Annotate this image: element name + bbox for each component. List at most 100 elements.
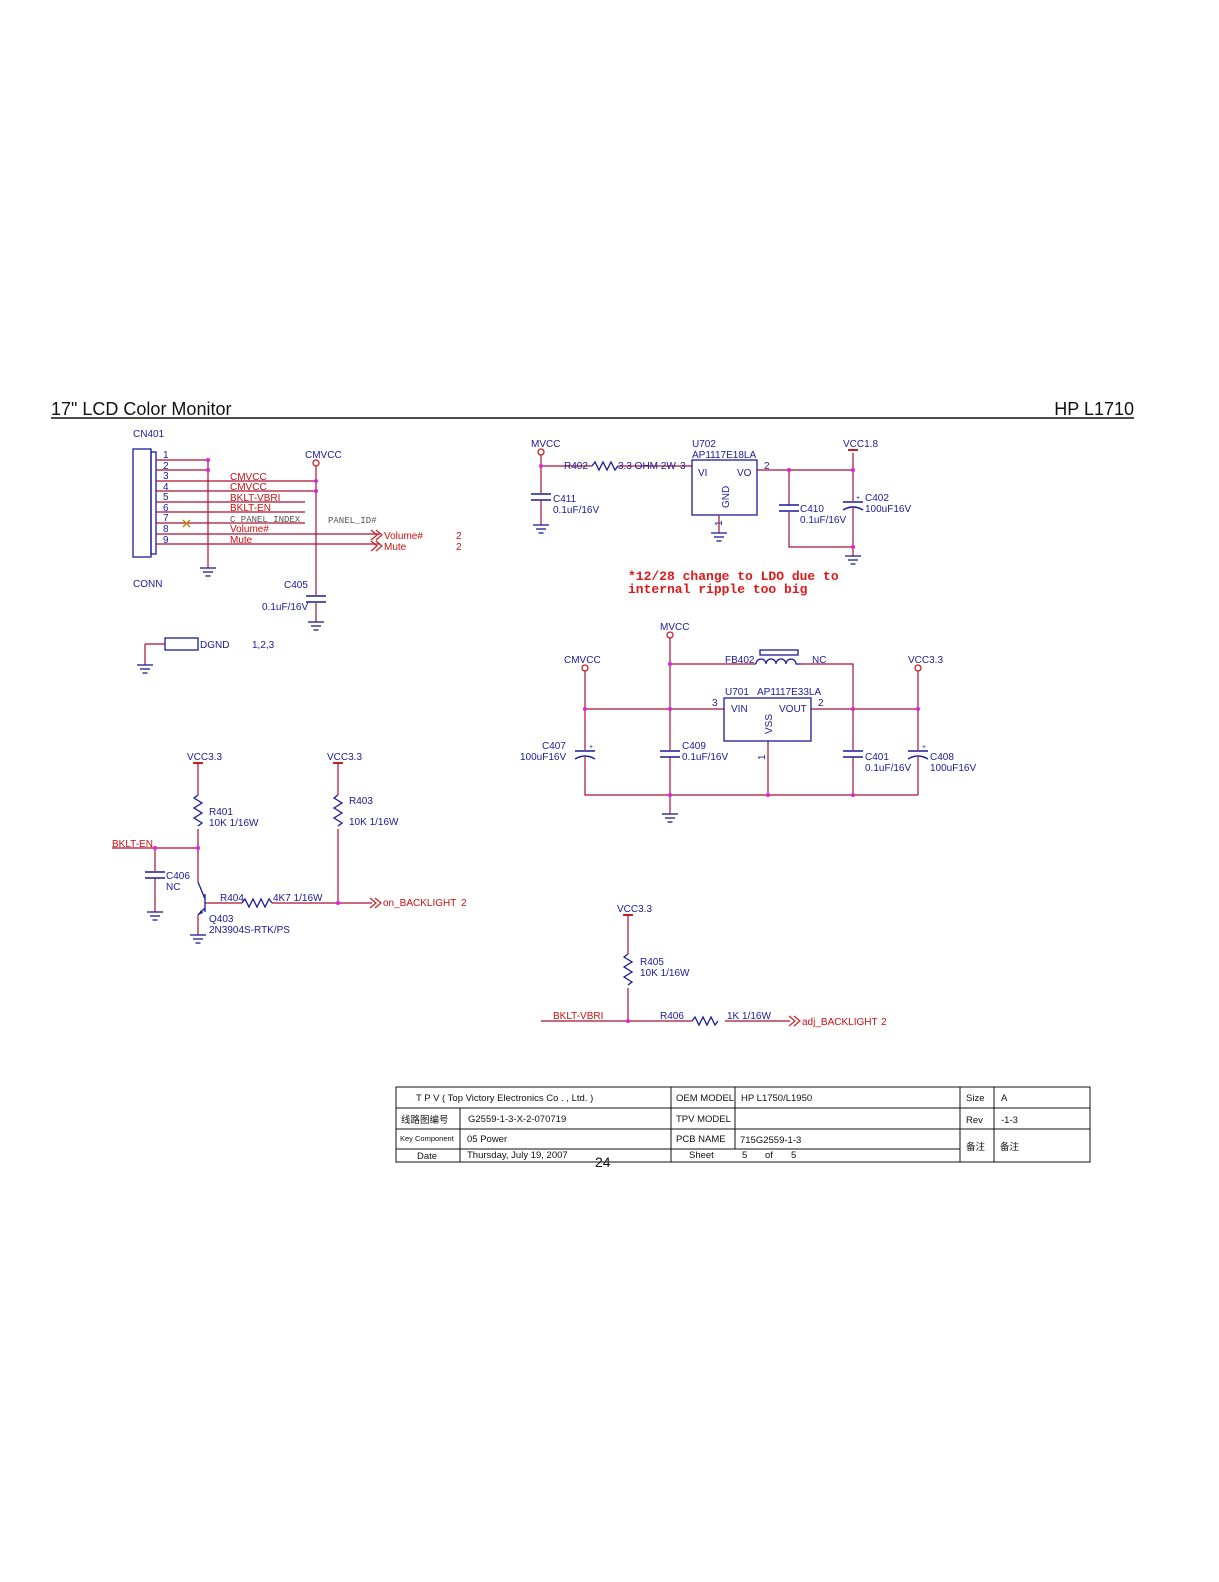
u701-body bbox=[723, 697, 812, 742]
tpv-model-label: TPV MODEL bbox=[676, 1114, 731, 1125]
sheet-label: Sheet bbox=[689, 1150, 714, 1161]
adj-backlight-label: adj_BACKLIGHT bbox=[802, 1017, 878, 1028]
c410-value: 0.1uF/16V bbox=[800, 515, 846, 526]
u701-vout: VOUT bbox=[779, 704, 807, 715]
c402-plus: + bbox=[856, 495, 860, 502]
cn401-pin: 9 bbox=[163, 535, 169, 546]
oem-model-label: OEM MODEL bbox=[676, 1093, 734, 1104]
net-label: CMVCC bbox=[230, 482, 267, 493]
u702-vo: VO bbox=[737, 468, 752, 479]
r405-value: 10K 1/16W bbox=[640, 968, 690, 979]
c409-value: 0.1uF/16V bbox=[682, 752, 728, 763]
page-number: 24 bbox=[595, 1154, 611, 1170]
cn401-body bbox=[132, 448, 152, 558]
c405-value: 0.1uF/16V bbox=[262, 602, 308, 613]
vcc33-label-2: VCC3.3 bbox=[187, 752, 222, 763]
r406-value: 1K 1/16W bbox=[727, 1011, 771, 1022]
fb402-value: NC bbox=[812, 655, 826, 666]
backlight-adjust-block: VCC3.3 R405 10K 1/16W BKLT-VBRI R406 1K … bbox=[541, 904, 887, 1028]
title-block: T P V ( Top Victory Electronics Co . , L… bbox=[395, 1086, 1091, 1163]
c408-plus: + bbox=[922, 744, 926, 751]
c408-ref: C408 bbox=[930, 752, 954, 763]
rev-label: Rev bbox=[966, 1115, 983, 1126]
fb402-body bbox=[759, 649, 799, 656]
u702-vi: VI bbox=[698, 468, 707, 479]
cn401-pin: 8 bbox=[163, 524, 169, 535]
cn401-pin: 1 bbox=[163, 450, 169, 461]
model-title: HP L1710 bbox=[1054, 399, 1134, 419]
drawing-no-label: 线路图编号 bbox=[401, 1114, 449, 1126]
dgnd-pad bbox=[164, 637, 199, 651]
mute-port-icon bbox=[370, 540, 383, 552]
r401-ref: R401 bbox=[209, 807, 233, 818]
volume-port-icon bbox=[370, 529, 383, 541]
mvcc-label-2: MVCC bbox=[660, 622, 689, 633]
r402-ref: R402 bbox=[564, 461, 588, 472]
c407-plus: + bbox=[589, 744, 593, 751]
r401-resistor-icon bbox=[192, 794, 204, 827]
u701-ref: U701 bbox=[725, 687, 749, 698]
sheet-number: 5 bbox=[742, 1150, 747, 1161]
vcc18-label: VCC1.8 bbox=[843, 439, 878, 450]
c406-value: NC bbox=[166, 882, 180, 893]
volume-port-page: 2 bbox=[456, 531, 462, 542]
panel-id-label: PANEL_ID# bbox=[328, 516, 377, 526]
r403-ref: R403 bbox=[349, 796, 373, 807]
net-label: BKLT-EN bbox=[230, 503, 271, 514]
c407-ref: C407 bbox=[542, 741, 566, 752]
remark-value: 备注 bbox=[1000, 1141, 1020, 1153]
dgnd-label: DGND bbox=[200, 640, 229, 651]
cn401-pin: 5 bbox=[163, 492, 169, 503]
cn401-pin: 6 bbox=[163, 503, 169, 514]
key-component-value: 05 Power bbox=[467, 1134, 507, 1145]
q403-part: 2N3904S-RTK/PS bbox=[209, 925, 290, 936]
c405-ref: C405 bbox=[284, 580, 308, 591]
ldo-change-note-line2: internal ripple too big bbox=[628, 582, 808, 597]
c411-ref: C411 bbox=[553, 494, 577, 505]
c411-value: 0.1uF/16V bbox=[553, 505, 599, 516]
adj-backlight-page: 2 bbox=[881, 1017, 887, 1028]
u702-body bbox=[691, 459, 758, 516]
q403-transistor-icon bbox=[197, 881, 206, 916]
u702-pin-out: 2 bbox=[764, 461, 770, 472]
fb402-inductor-icon bbox=[755, 658, 802, 665]
adj-backlight-port-icon bbox=[788, 1015, 801, 1027]
vcc33-label-3: VCC3.3 bbox=[327, 752, 362, 763]
bklt-vbri-label: BKLT-VBRI bbox=[553, 1011, 603, 1022]
mute-port-label: Mute bbox=[384, 542, 407, 553]
r401-value: 10K 1/16W bbox=[209, 818, 259, 829]
net-label: BKLT-VBRI bbox=[230, 493, 280, 504]
cn401-ref: CN401 bbox=[133, 429, 165, 440]
dgnd-pins: 1,2,3 bbox=[252, 640, 275, 651]
company-name: T P V ( Top Victory Electronics Co . , L… bbox=[416, 1093, 593, 1104]
r404-value: 4K7 1/16W bbox=[273, 893, 323, 904]
volume-port-label: Volume# bbox=[384, 531, 423, 542]
backlight-enable-block: VCC3.3 VCC3.3 R401 10K 1/16W R403 10K 1/… bbox=[112, 752, 467, 944]
date-value: Thursday, July 19, 2007 bbox=[467, 1150, 568, 1161]
mvcc-label: MVCC bbox=[531, 439, 560, 450]
c406-ref: C406 bbox=[166, 871, 190, 882]
oem-model-value: HP L1750/L1950 bbox=[741, 1093, 812, 1104]
cn401-pin: 3 bbox=[163, 471, 169, 482]
r402-resistor-icon bbox=[591, 460, 619, 472]
size-label: Size bbox=[966, 1093, 984, 1104]
r406-resistor-icon bbox=[691, 1015, 719, 1027]
cmvcc-label-2: CMVCC bbox=[564, 655, 601, 666]
u702-gnd: GND bbox=[721, 486, 732, 508]
pcb-name-label: PCB NAME bbox=[676, 1134, 726, 1145]
c407-value: 100uF16V bbox=[520, 752, 566, 763]
bklt-en-label: BKLT-EN bbox=[112, 839, 153, 850]
q403-ref: Q403 bbox=[209, 914, 234, 925]
drawing-no-value: G2559-1-3-X-2-070719 bbox=[468, 1114, 566, 1125]
ldo-change-note-line1: *12/28 change to LDO due to bbox=[628, 569, 839, 584]
on-backlight-page: 2 bbox=[461, 898, 467, 909]
pcb-name-value: 715G2559-1-3 bbox=[740, 1135, 801, 1146]
r404-ref: R404 bbox=[220, 893, 244, 904]
r405-ref: R405 bbox=[640, 957, 664, 968]
cmvcc-label: CMVCC bbox=[305, 450, 342, 461]
ldo-3v3-block: MVCC CMVCC VCC3.3 FB402 NC U701 AP1117E3… bbox=[520, 622, 976, 823]
c402-ref: C402 bbox=[865, 493, 889, 504]
r403-resistor-icon bbox=[332, 794, 344, 827]
c401-value: 0.1uF/16V bbox=[865, 763, 911, 774]
